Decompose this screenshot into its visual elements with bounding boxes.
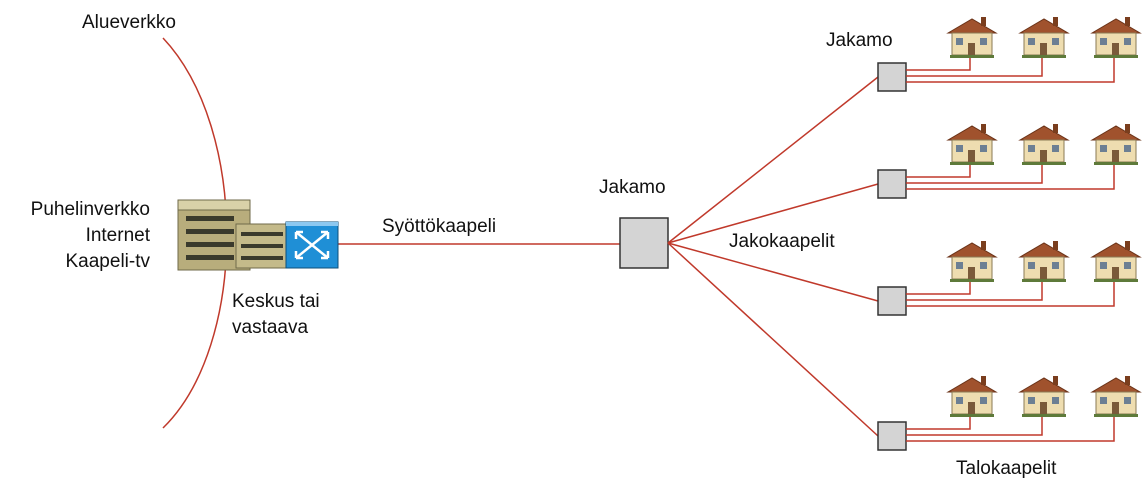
area-network-label: Alueverkko [82, 12, 176, 33]
distribution-cable-line [667, 242, 879, 302]
house-icon [946, 124, 998, 165]
house-cable-line [906, 160, 1115, 190]
house-cable-line [906, 277, 971, 295]
house-cable-line [906, 53, 1043, 77]
distribution-cabinet-icon [877, 421, 907, 451]
distribution-cabinet-icon [877, 62, 907, 92]
main-cabinet-label: Jakamo [599, 177, 666, 198]
house-cable-line [906, 160, 1043, 184]
house-cables-label: Talokaapelit [956, 458, 1057, 479]
top-cabinet-label: Jakamo [826, 30, 893, 51]
house-icon [1090, 376, 1142, 417]
feeder-cable-label: Syöttökaapeli [382, 216, 497, 237]
distribution-cabinet-icon [877, 169, 907, 199]
distribution-cable-line [667, 76, 879, 244]
house-icon [1090, 124, 1142, 165]
exchange-label-line1: Keskus tai [232, 291, 320, 312]
house-cable-line [906, 160, 971, 178]
distribution-branches [667, 17, 1142, 451]
distribution-cable-line [667, 183, 879, 244]
house-cable-line [906, 53, 971, 71]
distribution-cabinet-icon [877, 286, 907, 316]
house-icon [1090, 17, 1142, 58]
house-icon [1018, 376, 1070, 417]
house-icon [1018, 17, 1070, 58]
house-icon [946, 376, 998, 417]
house-cable-line [906, 412, 1043, 436]
distribution-cables-label: Jakokaapelit [729, 231, 835, 252]
house-icon [1090, 241, 1142, 282]
house-cable-line [906, 53, 1115, 83]
house-cable-line [906, 412, 1115, 442]
house-icon [1018, 241, 1070, 282]
exchange-building-icon [177, 199, 289, 271]
exchange-label-line2: vastaava [232, 317, 309, 338]
house-cable-line [906, 277, 1115, 307]
house-icon [1018, 124, 1070, 165]
distribution-cable-line [667, 242, 879, 437]
main-cabinet-icon [619, 217, 669, 269]
house-icon [946, 241, 998, 282]
house-cable-line [906, 412, 971, 430]
switch-icon [285, 221, 339, 269]
house-icon [946, 17, 998, 58]
cable-tv-label: Kaapeli-tv [65, 251, 151, 272]
phone-network-label: Puhelinverkko [30, 199, 150, 220]
internet-label: Internet [85, 225, 150, 246]
house-cable-line [906, 277, 1043, 301]
